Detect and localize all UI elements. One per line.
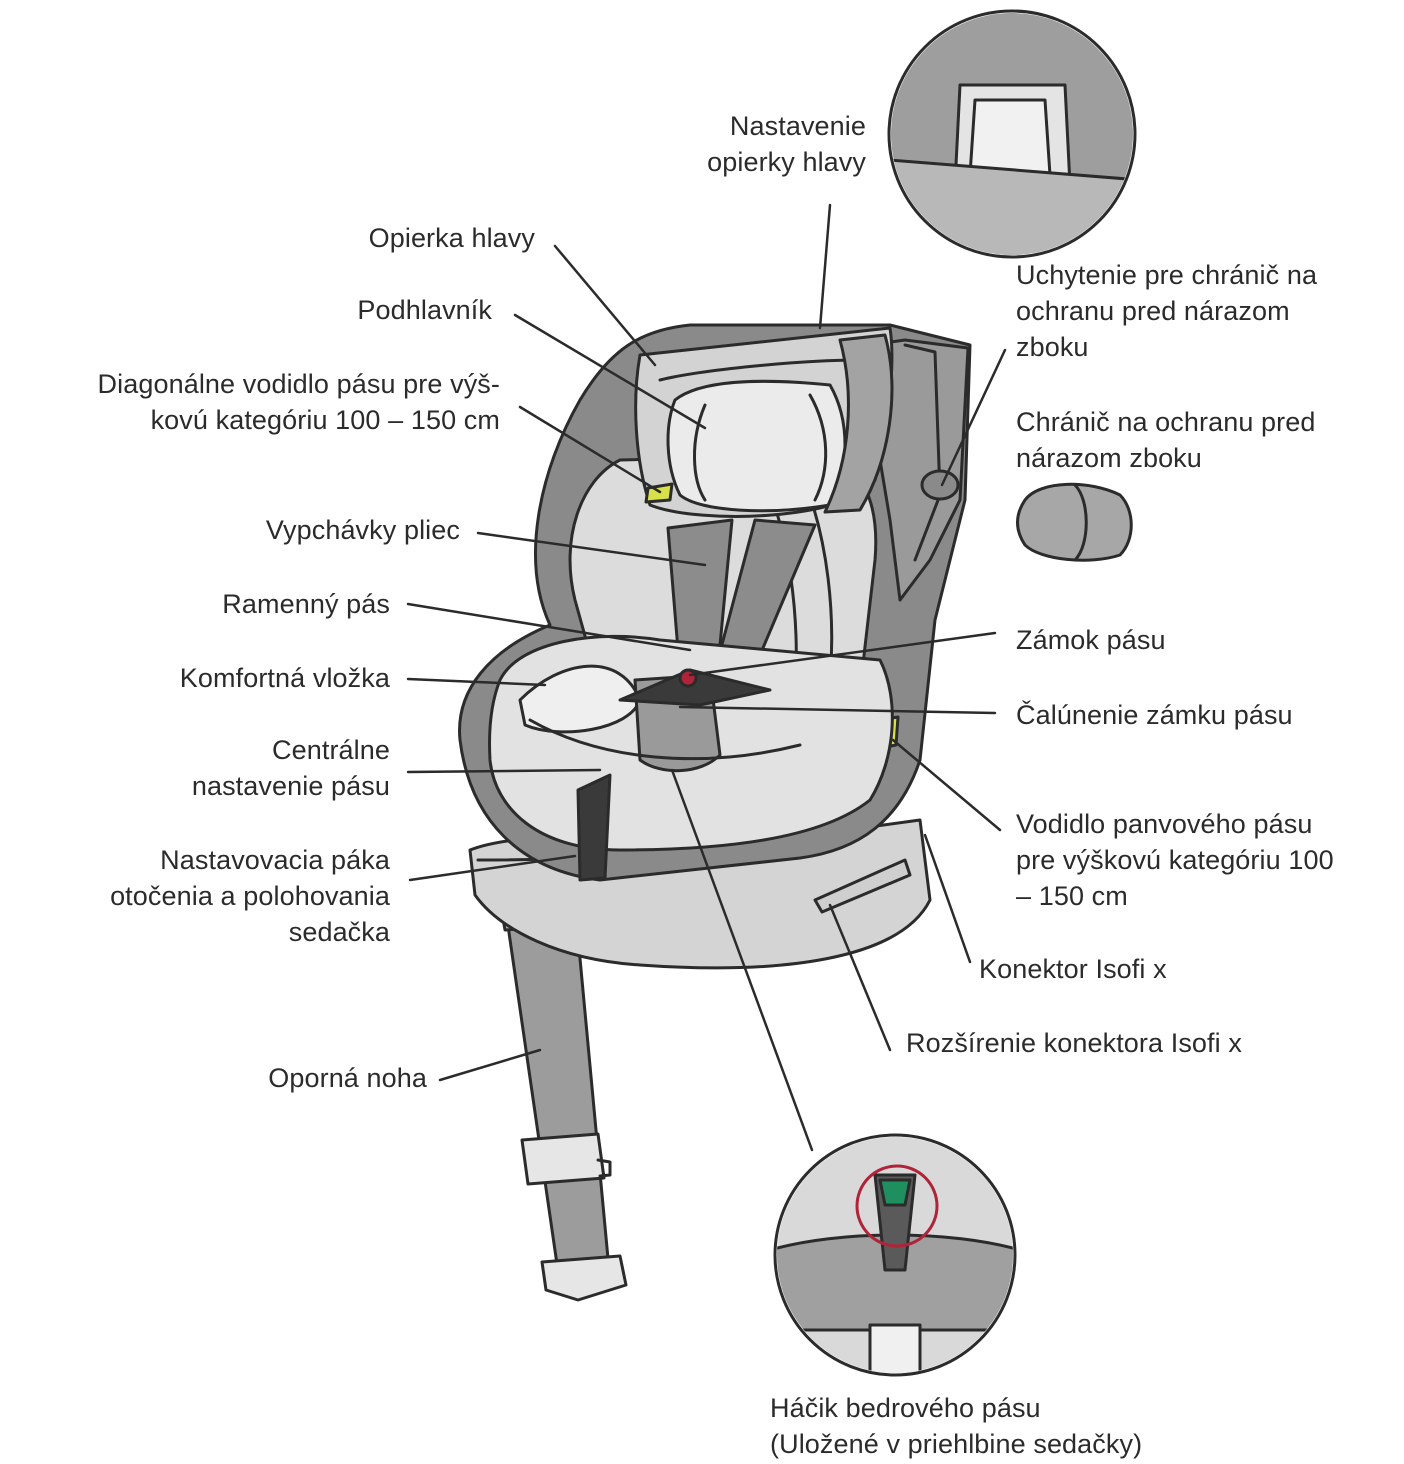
label-side-impact-protector: Chránič na ochranu pred nárazom zboku — [1016, 407, 1316, 473]
label-lap-hook: Háčik bedrového pásu (Uložené v priehlbi… — [770, 1393, 1143, 1459]
support-leg — [496, 883, 628, 1302]
label-headrest: Opierka hlavy — [368, 223, 535, 253]
side-impact-protector — [1016, 482, 1133, 562]
label-comfort-insert: Komfortná vložka — [179, 663, 390, 693]
label-headrest-adjust: Nastavenie opierky hlavy — [707, 111, 866, 177]
label-isofix-connector: Konektor Isofi x — [979, 954, 1167, 984]
side-impact-mount-knob — [920, 469, 960, 501]
zoom-lap-hook — [773, 1133, 1017, 1377]
seat-shell — [458, 323, 972, 882]
label-isofix-extension: Rozšírenie konektora Isofi x — [906, 1028, 1242, 1058]
label-head-cushion: Podhlavník — [357, 295, 492, 325]
label-central-adjust: Centrálne nastavenie pásu — [191, 735, 390, 801]
label-rotation-lever: Nastavovacia páka otočenia a polohovania… — [110, 845, 390, 947]
label-buckle: Zámok pásu — [1016, 625, 1166, 655]
zoom-headrest-adjust — [887, 9, 1137, 259]
label-diagonal-guide: Diagonálne vodidlo pásu pre výš- kovú ka… — [97, 369, 500, 435]
leader-lines — [406, 203, 1007, 1152]
label-shoulder-pads: Vypchávky pliec — [265, 515, 460, 545]
label-buckle-pad: Čalúnenie zámku pásu — [1016, 700, 1293, 730]
label-lap-guide: Vodidlo panvového pásu pre výškovú kateg… — [1016, 809, 1334, 911]
label-shoulder-belt: Ramenný pás — [222, 589, 390, 619]
label-support-leg: Oporná noha — [268, 1063, 427, 1093]
label-side-impact-mount: Uchytenie pre chránič na ochranu pred ná… — [1016, 260, 1318, 362]
